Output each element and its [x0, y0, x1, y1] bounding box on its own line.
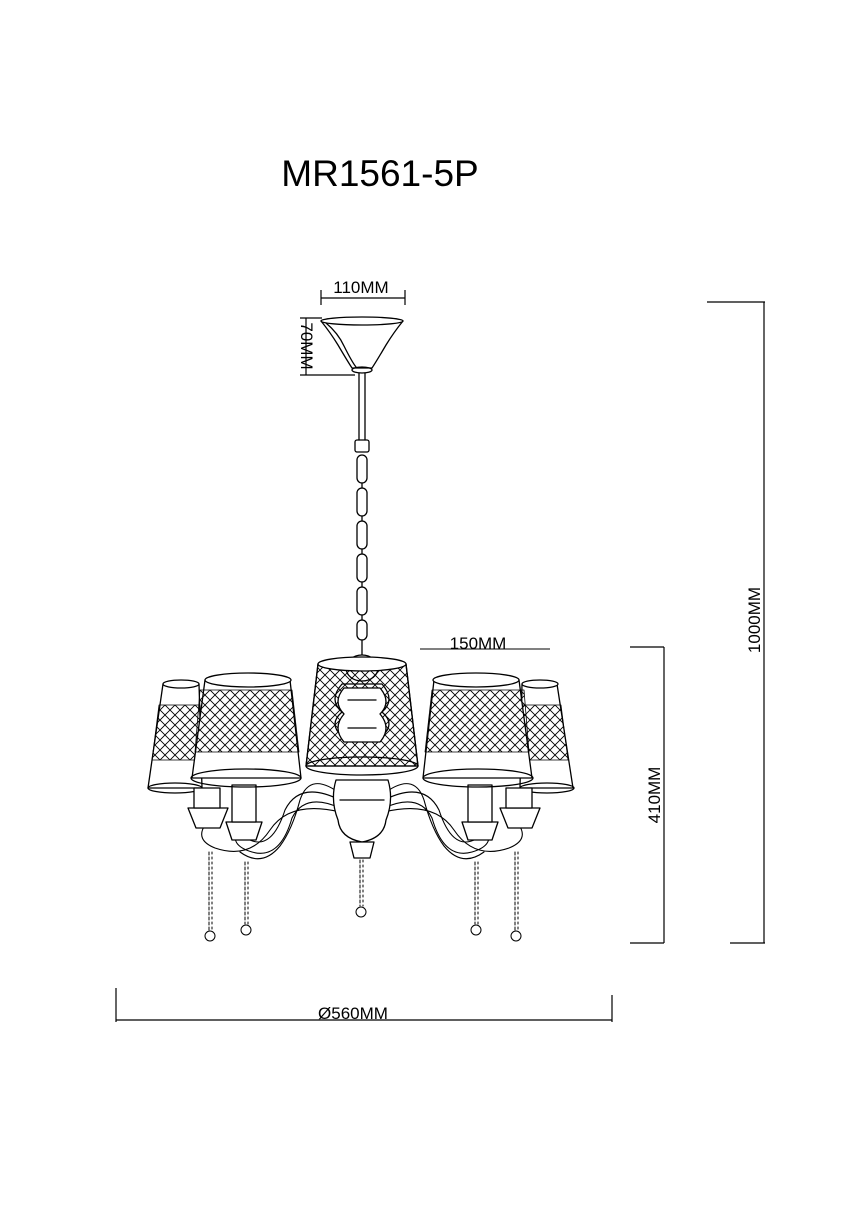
chandelier-drawing	[147, 316, 575, 942]
total-height-label: 1000MM	[745, 587, 764, 653]
canopy-height-label: 70MM	[297, 322, 316, 369]
pendant-drops	[204, 851, 522, 942]
diameter-dimension	[115, 988, 613, 1022]
shade-inner-right	[422, 672, 534, 788]
ceiling-canopy	[320, 316, 404, 374]
candle-holders	[187, 784, 541, 841]
canopy-width-dimension	[320, 290, 406, 305]
shade-inner-left	[190, 672, 302, 788]
shade-width-label: 150MM	[450, 634, 507, 653]
body-height-label: 410MM	[645, 767, 664, 824]
shade-center	[305, 656, 419, 776]
model-title: MR1561-5P	[281, 153, 478, 194]
canopy-width-label: 110MM	[333, 278, 388, 297]
chain	[356, 454, 368, 656]
total-height-dimension	[707, 301, 765, 944]
body-height-dimension	[630, 646, 665, 944]
suspension-rod	[354, 372, 370, 453]
shade-outer-right	[519, 679, 575, 794]
diameter-label: Ø560MM	[318, 1004, 388, 1023]
canopy-height-dimension	[300, 317, 355, 376]
